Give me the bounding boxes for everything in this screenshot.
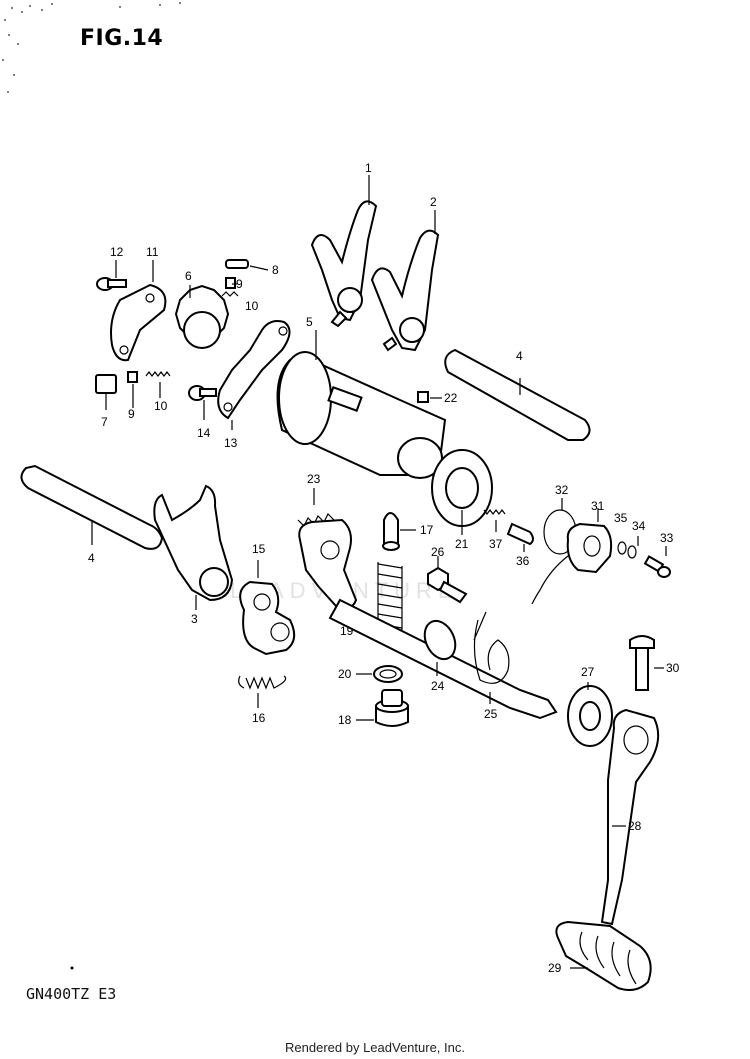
footer-credit: Rendered by LeadVenture, Inc.	[285, 1040, 465, 1055]
part-21-stopper-plate: 21	[431, 449, 493, 551]
callout-11: 11	[146, 245, 159, 259]
callout-20: 20	[338, 667, 352, 681]
part-30-bolt: 30	[629, 635, 680, 691]
callout-9-upper: 9	[236, 277, 243, 291]
callout-24: 24	[431, 679, 445, 693]
callout-5: 5	[306, 315, 313, 329]
callout-37: 37	[489, 537, 503, 551]
callout-18: 18	[338, 713, 352, 727]
callout-4-upper: 4	[516, 349, 523, 363]
part-36-contact-pin: 36	[506, 522, 534, 568]
callout-10-upper: 10	[245, 299, 259, 313]
callout-7: 7	[101, 415, 108, 429]
part-28-gearshift-lever: 28	[600, 708, 660, 926]
callout-36: 36	[516, 554, 530, 568]
part-10-spring-lower: 10	[145, 371, 171, 413]
part-5-gearshift-cam: 5	[276, 315, 447, 479]
callout-8: 8	[272, 263, 279, 277]
callout-10-lower: 10	[154, 399, 168, 413]
part-15-gearshift-pawl: 15	[239, 542, 296, 656]
part-9-pin-lower: 9	[127, 371, 138, 421]
part-7-roller: 7	[95, 374, 117, 429]
part-29-footpeg-rubber: 29	[548, 920, 652, 991]
figure-title: FIG.14	[80, 26, 164, 51]
callout-33: 33	[660, 531, 674, 545]
callout-17: 17	[420, 523, 434, 537]
callout-1: 1	[365, 161, 372, 175]
scan-dot	[70, 966, 74, 970]
scan-noise	[2, 2, 181, 93]
part-31-neutral-switch: 31	[531, 499, 613, 605]
callout-28: 28	[628, 819, 642, 833]
part-37-contact-spring: 37	[483, 509, 506, 551]
part-1-shift-fork: 1	[310, 161, 378, 328]
callout-21: 21	[455, 537, 469, 551]
part-10-spring-upper: 10	[221, 291, 259, 313]
part-24-gearshift-shaft: 24	[328, 598, 558, 720]
part-22-pin: 22	[417, 391, 458, 405]
callout-16: 16	[252, 711, 266, 725]
part-9-pin-upper: 9	[225, 277, 243, 291]
callout-14: 14	[197, 426, 211, 440]
part-23-arm-spring: 23	[297, 472, 335, 528]
part-33-screw: 33	[643, 531, 674, 578]
callout-31: 31	[591, 499, 605, 513]
callout-13: 13	[224, 436, 238, 450]
callout-15: 15	[252, 542, 266, 556]
callout-26: 26	[431, 545, 445, 559]
part-13-cam-stopper-plate: 13	[217, 320, 291, 450]
part-25-return-spring: 25	[473, 611, 510, 721]
callout-3: 3	[191, 612, 198, 626]
part-2-shift-fork: 2	[370, 195, 440, 352]
callout-9-lower: 9	[128, 407, 135, 421]
part-3-shift-fork: 3	[153, 484, 234, 626]
callout-32: 32	[555, 483, 569, 497]
callout-25: 25	[484, 707, 498, 721]
callout-29: 29	[548, 961, 562, 975]
part-14-screw: 14	[188, 385, 217, 440]
callout-34: 34	[632, 519, 646, 533]
callout-4-lower: 4	[88, 551, 95, 565]
part-12-screw: 12	[96, 245, 127, 291]
part-17-plunger: 17	[382, 512, 434, 551]
part-16-pawl-spring: 16	[238, 675, 287, 725]
callout-22: 22	[444, 391, 458, 405]
part-20-gasket: 20	[338, 665, 403, 683]
part-34-washer: 34	[627, 519, 646, 559]
part-6-cam-driven-gear: 6	[174, 269, 230, 349]
callout-6: 6	[185, 269, 192, 283]
part-27-oil-seal: 27	[567, 665, 613, 747]
callout-27: 27	[581, 665, 595, 679]
callout-35: 35	[614, 511, 628, 525]
model-code: GN400TZ E3	[26, 985, 117, 1003]
callout-12: 12	[110, 245, 124, 259]
callout-2: 2	[430, 195, 437, 209]
part-18-plug: 18	[338, 689, 409, 727]
callout-30: 30	[666, 661, 680, 675]
part-26-bolt: 26	[427, 545, 468, 604]
part-11-cam-guide-plate: 11	[110, 245, 167, 362]
part-35-washer: 35	[614, 511, 628, 555]
callout-23: 23	[307, 472, 321, 486]
part-8-pin: 8	[225, 259, 279, 277]
part-4-shift-fork-shaft-upper: 4	[444, 348, 591, 441]
part-4-shift-fork-shaft-lower: 4	[20, 464, 164, 565]
